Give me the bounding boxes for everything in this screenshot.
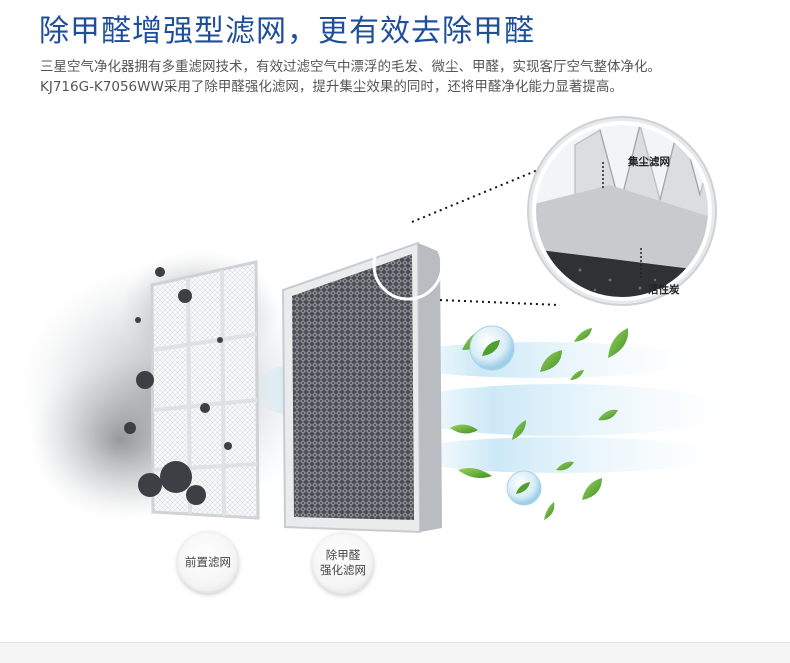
prefilter-badge-text: 前置滤网 xyxy=(185,554,231,569)
formaldehyde-filter xyxy=(281,241,442,534)
prefilter-badge: 前置滤网 xyxy=(177,531,239,593)
footer-divider xyxy=(0,642,790,643)
formaldehyde-badge-line-1: 除甲醛 xyxy=(325,548,361,562)
dust-particles xyxy=(124,267,232,505)
leaf-icon xyxy=(540,350,562,372)
leaf-icon xyxy=(450,424,478,434)
leaf-icon xyxy=(544,502,555,520)
leaf-icon xyxy=(556,461,574,471)
bubble-leaf-icon xyxy=(469,325,515,371)
zoom-origin xyxy=(372,229,444,301)
leaf-icon xyxy=(574,328,592,342)
leaf-icon xyxy=(570,370,584,380)
leaf-icon xyxy=(458,468,492,478)
dust-filter-label: 集尘滤网 xyxy=(628,156,670,168)
activated-carbon-label: 活性炭 xyxy=(648,284,680,296)
leaf-icon xyxy=(608,328,629,358)
leaf-icon xyxy=(598,409,618,421)
leaf-icon xyxy=(512,420,526,440)
pre-filter xyxy=(150,260,260,520)
footer-bar xyxy=(0,643,790,663)
formaldehyde-badge-line-2: 强化滤网 xyxy=(320,563,366,577)
description-line-1: 三星空气净化器拥有多重滤网技术，有效过滤空气中漂浮的毛发、微尘、甲醛，实现客厅空… xyxy=(40,59,661,75)
page-title: 除甲醛增强型滤网，更有效去除甲醛 xyxy=(39,14,535,49)
bubble-leaf-icon xyxy=(506,470,542,506)
description: 三星空气净化器拥有多重滤网技术，有效过滤空气中漂浮的毛发、微尘、甲醛，实现客厅空… xyxy=(40,57,780,97)
description-line-2: KJ716G-K7056WW采用了除甲醛强化滤网，提升集尘效果的同时，还将甲醛净… xyxy=(40,79,623,95)
formaldehyde-filter-badge: 除甲醛 强化滤网 xyxy=(312,532,374,594)
filter-illustration xyxy=(20,116,730,534)
leaf-icon xyxy=(582,478,602,500)
magnified-detail xyxy=(527,116,717,306)
